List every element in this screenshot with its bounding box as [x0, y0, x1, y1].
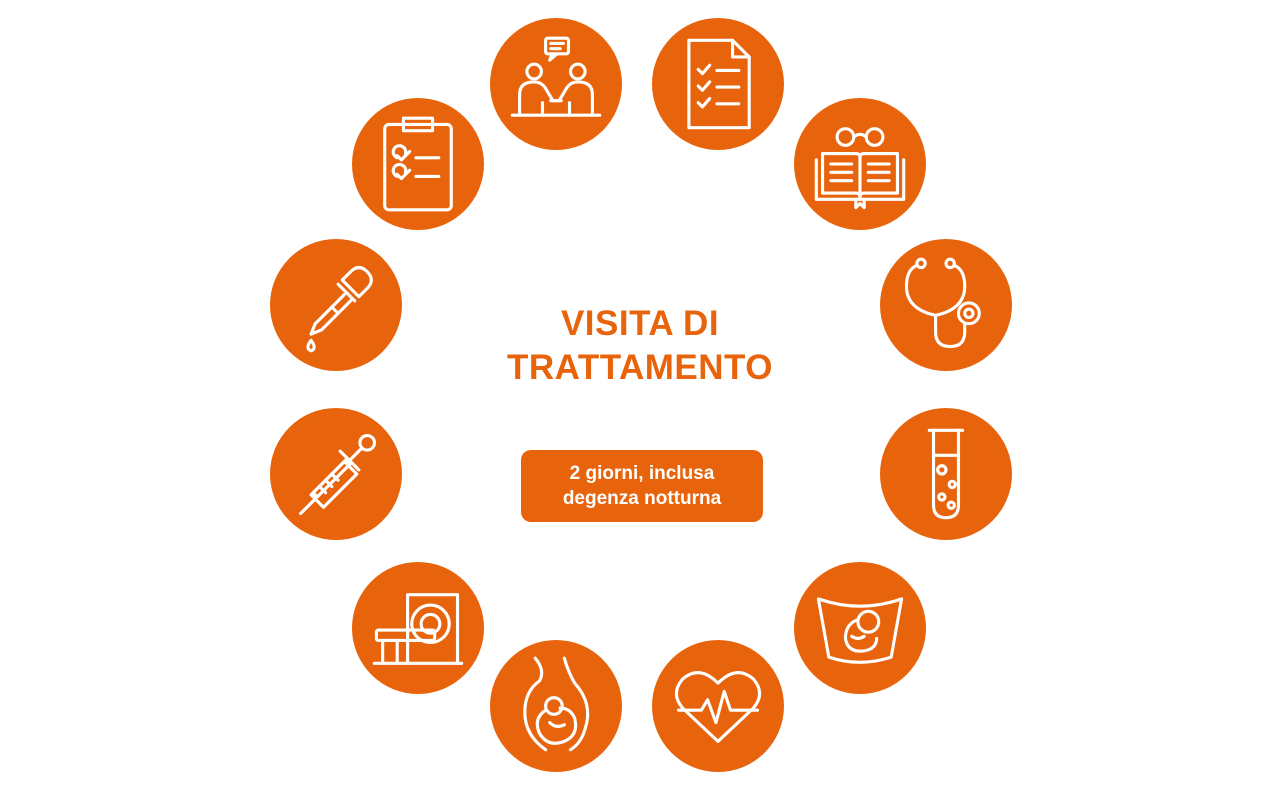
heart-rate-icon — [674, 671, 762, 743]
circle-dropper — [270, 239, 402, 371]
title-line-2: TRATTAMENTO — [506, 348, 774, 387]
mri-scanner-icon — [372, 593, 464, 665]
circle-stethoscope — [880, 239, 1012, 371]
circle-mri-scanner — [352, 562, 484, 694]
title-line-1: VISITA DI — [560, 304, 720, 343]
dropper-icon — [306, 266, 373, 353]
test-tube-icon — [927, 428, 965, 520]
circle-syringe — [270, 408, 402, 540]
circle-book-glasses — [794, 98, 926, 230]
circle-consultation — [490, 18, 622, 150]
syringe-icon — [299, 433, 377, 516]
pregnancy-icon — [523, 656, 590, 752]
checklist-document-icon — [687, 38, 751, 130]
badge-line-2: degenza notturna — [562, 488, 722, 509]
circle-test-tube — [880, 408, 1012, 540]
badge-line-1: 2 giorni, inclusa — [569, 463, 715, 484]
duration-badge: 2 giorni, inclusa degenza notturna — [521, 450, 763, 522]
circle-clipboard — [352, 98, 484, 230]
circle-pregnancy — [490, 640, 622, 772]
circle-heart-rate — [652, 640, 784, 772]
consultation-icon — [510, 36, 602, 117]
circle-checklist-document — [652, 18, 784, 150]
stethoscope-icon — [904, 257, 981, 349]
clipboard-icon — [383, 116, 453, 212]
circle-ultrasound — [794, 562, 926, 694]
ultrasound-icon — [816, 597, 904, 664]
page-title: VISITA DI TRATTAMENTO — [440, 302, 840, 390]
book-glasses-icon — [814, 127, 906, 210]
